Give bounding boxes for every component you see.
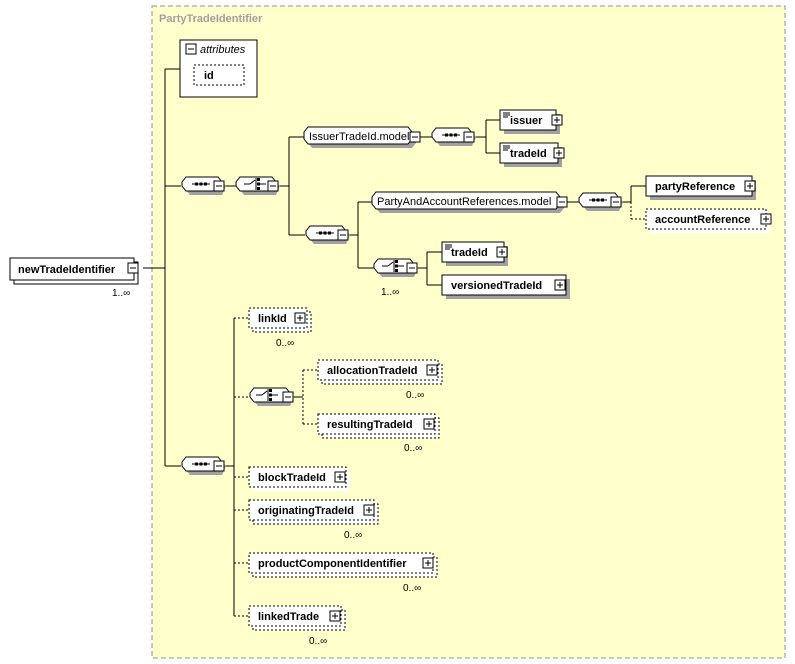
collapse-icon[interactable]: [463, 131, 475, 143]
element-label: versionedTradeId: [451, 280, 542, 292]
element-label: tradeId: [451, 247, 488, 259]
expand-icon[interactable]: [423, 418, 435, 430]
element-label: linkedTrade: [258, 611, 319, 623]
expand-icon[interactable]: [760, 213, 772, 225]
attribute-id[interactable]: [193, 64, 245, 86]
collapse-icon[interactable]: [409, 131, 421, 143]
element-occurrence: 0..∞: [406, 390, 424, 401]
sequence-compositor: [181, 456, 226, 475]
element-link-id[interactable]: linkId 0..∞: [248, 307, 312, 349]
type-container: [151, 5, 786, 659]
sequence-compositor: [181, 176, 226, 195]
element-label: blockTradeId: [258, 472, 326, 484]
element-party-reference[interactable]: partyReference: [645, 175, 756, 200]
root-element-label: newTradeIdentifier: [18, 264, 116, 276]
collapse-icon[interactable]: [267, 180, 279, 192]
choice-compositor: [249, 387, 294, 406]
collapse-icon[interactable]: [406, 262, 418, 274]
choice-compositor: 1..∞: [373, 258, 418, 298]
expand-icon[interactable]: [551, 114, 563, 126]
element-label: accountReference: [655, 214, 750, 226]
expand-icon[interactable]: [334, 471, 346, 483]
element-linked-trade[interactable]: linkedTrade 0..∞: [248, 605, 346, 647]
element-occurrence: 0..∞: [404, 443, 422, 454]
attribute-id-label: id: [204, 70, 214, 82]
element-label: productComponentIdentifier: [258, 558, 407, 570]
sequence-compositor: [578, 192, 623, 211]
element-block-trade-id[interactable]: blockTradeId: [248, 466, 350, 491]
choice-occurrence: 1..∞: [381, 287, 399, 298]
type-title: PartyTradeIdentifier: [159, 13, 263, 25]
expand-icon[interactable]: [329, 610, 341, 622]
expand-icon[interactable]: [422, 557, 434, 569]
expand-icon[interactable]: [496, 246, 508, 258]
element-account-reference[interactable]: accountReference: [645, 208, 772, 233]
element-label: originatingTradeId: [258, 505, 354, 517]
element-occurrence: 0..∞: [344, 530, 362, 541]
element-trade-id[interactable]: tradeId: [499, 142, 565, 167]
element-trade-id-2[interactable]: tradeId: [441, 241, 508, 266]
group-label: IssuerTradeId.model: [309, 131, 409, 143]
element-issuer[interactable]: issuer: [499, 109, 563, 134]
collapse-icon[interactable]: [282, 391, 294, 403]
attributes-label: attributes: [200, 44, 246, 56]
element-label: partyReference: [655, 181, 735, 193]
collapse-icon[interactable]: [213, 180, 225, 192]
element-label: linkId: [258, 313, 287, 325]
element-label: tradeId: [510, 148, 547, 160]
collapse-icon[interactable]: [556, 196, 568, 208]
element-label: issuer: [510, 115, 543, 127]
collapse-icon[interactable]: [610, 196, 622, 208]
collapse-icon[interactable]: [185, 43, 197, 55]
element-versioned-trade-id[interactable]: versionedTradeId: [441, 274, 570, 299]
expand-icon[interactable]: [554, 279, 566, 291]
expand-icon[interactable]: [363, 504, 375, 516]
element-label: resultingTradeId: [327, 419, 413, 431]
element-occurrence: 0..∞: [403, 583, 421, 594]
collapse-icon[interactable]: [127, 262, 139, 274]
sequence-compositor: [305, 225, 350, 244]
collapse-icon[interactable]: [213, 460, 225, 472]
expand-icon[interactable]: [553, 147, 565, 159]
expand-icon[interactable]: [294, 312, 306, 324]
root-occurrence: 1..∞: [112, 288, 130, 299]
expand-icon[interactable]: [744, 180, 756, 192]
collapse-icon[interactable]: [337, 229, 349, 241]
expand-icon[interactable]: [426, 364, 438, 376]
element-allocation-trade-id[interactable]: allocationTradeId 0..∞: [317, 359, 443, 401]
element-occurrence: 0..∞: [309, 636, 327, 647]
group-party-and-account-references-model[interactable]: PartyAndAccountReferences.model: [371, 191, 568, 213]
root-element[interactable]: newTradeIdentifier 1..∞: [9, 257, 139, 299]
choice-compositor: [235, 176, 280, 195]
element-resulting-trade-id[interactable]: resultingTradeId 0..∞: [317, 413, 440, 454]
attributes-group: attributes id: [179, 39, 258, 98]
group-label: PartyAndAccountReferences.model: [377, 196, 551, 208]
optional-connectors: [234, 202, 646, 617]
element-originating-trade-id[interactable]: originatingTradeId 0..∞: [248, 499, 379, 541]
element-occurrence: 0..∞: [276, 338, 294, 349]
element-label: allocationTradeId: [327, 365, 417, 377]
group-issuer-trade-id-model[interactable]: IssuerTradeId.model: [303, 126, 421, 148]
element-product-component-identifier[interactable]: productComponentIdentifier 0..∞: [248, 552, 438, 594]
sequence-compositor: [431, 127, 476, 146]
